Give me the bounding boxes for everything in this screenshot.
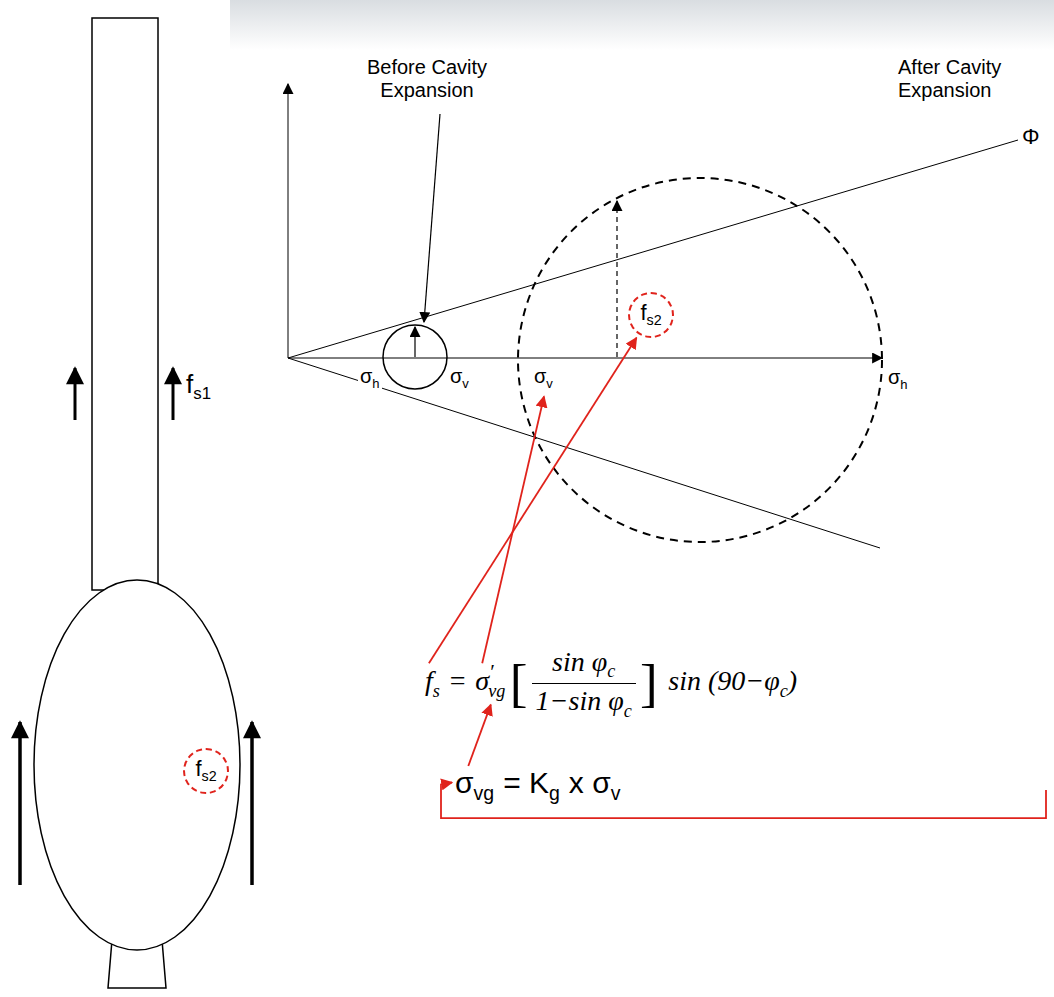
friction-label: f: [186, 369, 193, 399]
formula-text: 1−sin φ: [536, 685, 624, 716]
stress-label: h: [900, 377, 907, 392]
formula-text: [: [510, 654, 528, 713]
friction-label: s2: [647, 312, 662, 328]
pointer-arrow: [424, 114, 440, 322]
formula-text: sin (90−φ: [668, 665, 779, 696]
fraction: sin φc1−sin φc: [532, 646, 636, 722]
formula-text: c: [624, 701, 632, 721]
formula-text: σ: [475, 665, 489, 696]
shaft-friction-arrow: [74, 368, 77, 420]
highlight-circle: fs2: [628, 292, 674, 338]
formula-text: c: [607, 661, 615, 681]
failure-envelope: [288, 140, 1018, 358]
fraction-denominator: 1−sin φc: [532, 684, 636, 721]
equation-text: σ: [455, 766, 474, 799]
mohr-circle-after: [518, 178, 882, 542]
friction-label: f: [195, 756, 201, 781]
stress-label: h: [372, 376, 379, 391]
failure-envelope: [288, 358, 880, 548]
bulb-friction-arrow: [18, 722, 22, 885]
friction-label: s1: [193, 384, 211, 403]
friction-label: s2: [202, 768, 217, 784]
header-band: [230, 0, 1054, 50]
angle-label: Φ: [1022, 124, 1040, 149]
red-leader-arrow: [429, 338, 637, 663]
stress-label-group: σh: [888, 366, 908, 392]
state-label-group: After Cavity Expansion: [898, 56, 1050, 102]
equation-text-group: σvg = Kg x σv: [455, 766, 620, 804]
red-leader-arrow: [482, 397, 544, 664]
formula-text: ): [788, 665, 797, 696]
mohr-circle-before: [383, 325, 447, 389]
state-label-group: Before Cavity Expansion: [352, 56, 502, 102]
shear-axis: [288, 84, 289, 358]
stress-label: v: [546, 376, 553, 391]
state-label: Before Cavity Expansion: [367, 56, 487, 101]
equation-text: g: [549, 782, 560, 804]
pile-bulb: [34, 580, 240, 950]
equation-text: = K: [503, 766, 549, 799]
stress-label: σ: [534, 365, 546, 387]
formula-text: ′: [489, 660, 494, 684]
equation-text: x σ: [569, 766, 611, 799]
stress-label-group: σh: [358, 365, 382, 391]
formula-text: c: [780, 681, 788, 701]
formula-text: sin φ: [552, 646, 607, 677]
shear-dashed-arrow: [616, 201, 617, 357]
formula-text: vg: [488, 681, 505, 701]
stress-label: σ: [450, 365, 462, 387]
red-leader-arrow: [468, 705, 491, 766]
circle-text-row: fs2: [195, 757, 216, 785]
equation-text: vg: [474, 782, 495, 804]
shear-arrow: [414, 327, 415, 357]
equation-text: v: [611, 782, 621, 804]
fraction-numerator: sin φc: [532, 646, 636, 684]
normal-stress-axis: [288, 358, 882, 359]
stress-label-group: σv: [450, 365, 469, 391]
pile-shaft: [92, 18, 158, 590]
stress-label-group: σv: [534, 365, 553, 391]
angle-label-group: Φ: [1022, 124, 1040, 149]
formula-text: =: [450, 665, 466, 696]
friction-label-group: fs1: [186, 370, 211, 403]
shaft-friction-arrow: [172, 368, 175, 420]
highlight-circle: fs2: [183, 748, 229, 794]
formula-text: s: [433, 681, 440, 701]
formula-text: f: [425, 665, 433, 696]
stress-label: σ: [888, 366, 900, 388]
bulb-friction-arrow: [250, 722, 254, 885]
formula-text-group: fs=σ′vg[sin φc1−sin φc]sin (90−φc): [425, 646, 797, 722]
circle-text-row: fs2: [640, 301, 661, 329]
friction-label: f: [640, 300, 646, 325]
stress-label: v: [462, 376, 469, 391]
formula-text: ]: [640, 654, 658, 713]
stress-label: σ: [360, 365, 372, 387]
state-label: After Cavity Expansion: [898, 56, 1001, 101]
